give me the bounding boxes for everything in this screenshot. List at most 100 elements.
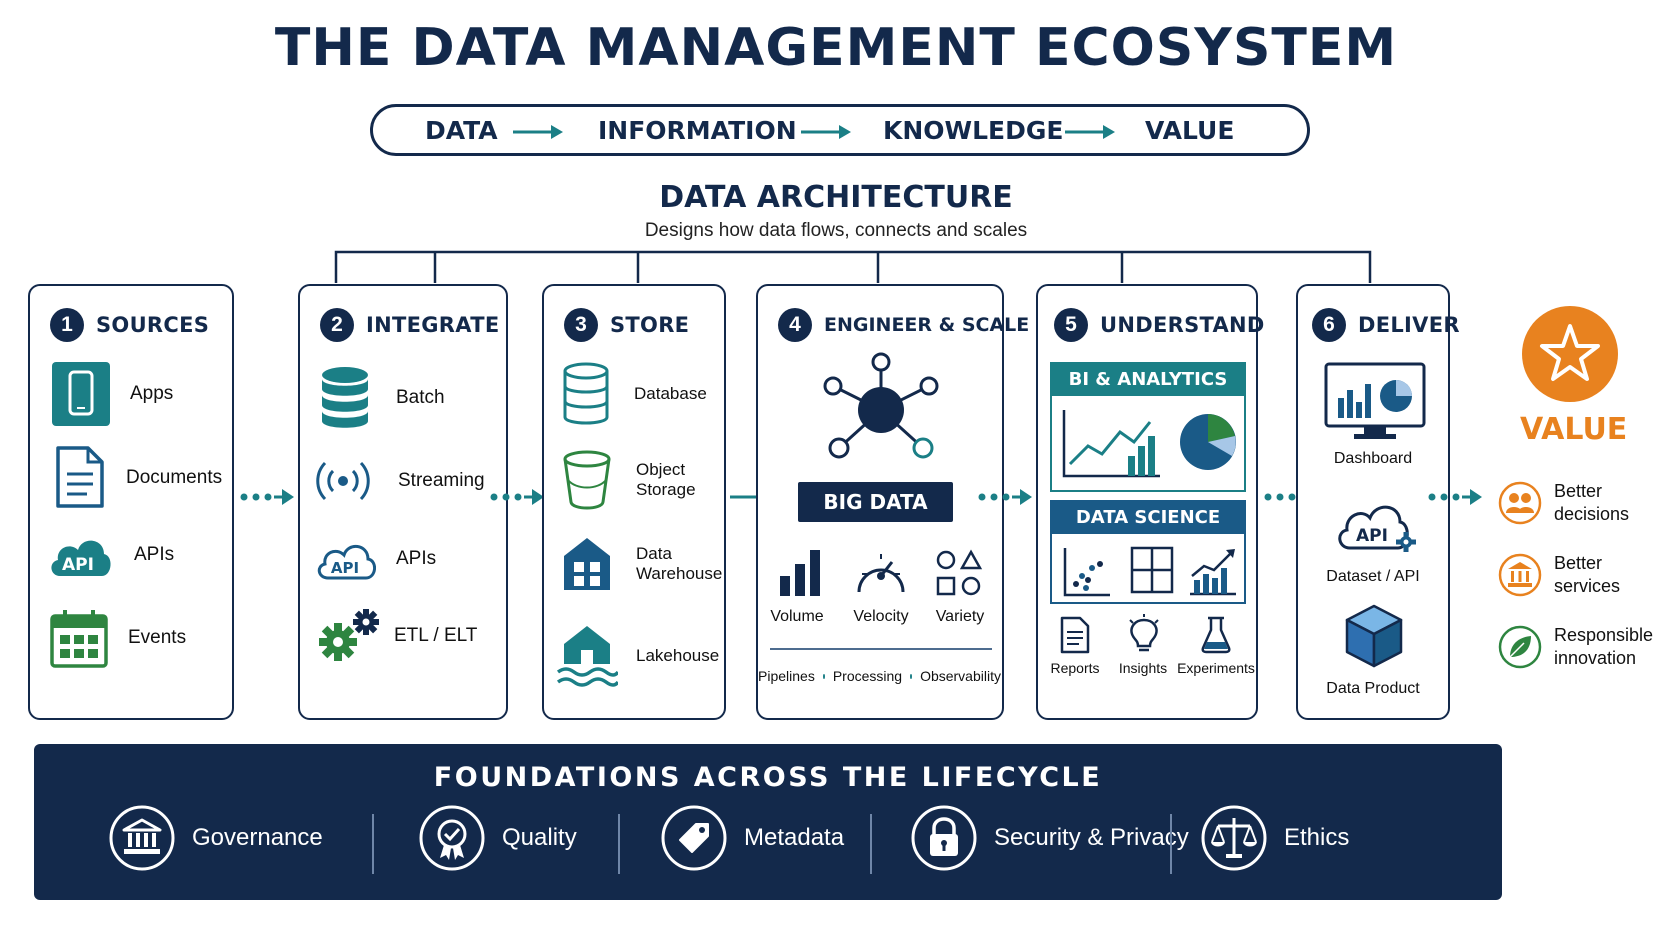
big-data-badge: BIG DATA <box>798 482 953 522</box>
stage-number: 3 <box>564 308 598 342</box>
lightbulb-icon <box>1129 614 1159 652</box>
deliver-dashboard: Dashboard <box>1333 450 1413 467</box>
foundations-banner: FOUNDATIONS ACROSS THE LIFECYCLE Governa… <box>34 744 1502 900</box>
database-icon <box>563 362 609 425</box>
integrate-apis: API APIs <box>314 536 436 582</box>
line-chart-icon <box>1062 410 1160 478</box>
stage-sources: 1 SOURCES Apps Documents API APIs Events <box>28 284 234 720</box>
value-better-services: Better services <box>1498 552 1664 597</box>
foundation-label: Security & Privacy <box>994 824 1189 851</box>
bullet <box>910 673 913 679</box>
stage-title: STORE <box>610 313 690 337</box>
item-label: APIs <box>134 543 175 565</box>
item-label: Documents <box>126 466 223 488</box>
foundations-title: FOUNDATIONS ACROSS THE LIFECYCLE <box>433 762 1103 793</box>
value-title: VALUE <box>1520 412 1628 447</box>
lock-icon <box>911 805 977 871</box>
api-cloud-icon: API <box>51 540 111 576</box>
leaf-icon <box>1498 625 1542 668</box>
api-text: API <box>62 555 94 575</box>
output-reports: Reports <box>1050 660 1100 676</box>
integrate-streaming: Streaming <box>314 456 485 506</box>
item-label: Streaming <box>398 469 485 491</box>
institution-icon <box>1498 553 1542 596</box>
grid-table-icon <box>1130 546 1174 594</box>
mobile-app-icon <box>52 362 110 426</box>
divider <box>618 814 620 874</box>
architecture-title: DATA ARCHITECTURE <box>659 180 1013 215</box>
flow-information: INFORMATION <box>598 116 797 145</box>
api-text: API <box>1356 526 1388 546</box>
flow-knowledge: KNOWLEDGE <box>883 116 1064 145</box>
database-icon <box>322 367 368 428</box>
item-label: APIs <box>396 547 437 569</box>
streaming-signal-icon <box>316 461 370 501</box>
stage-title: SOURCES <box>96 313 210 337</box>
flow-data: DATA <box>425 116 498 145</box>
vs-volume: Volume <box>770 608 824 625</box>
divider <box>372 814 374 874</box>
stage-deliver: 6 DELIVER Dashboard API Dataset / API Da… <box>1296 284 1460 720</box>
vs-variety: Variety <box>935 608 985 625</box>
foundation-label: Governance <box>192 824 323 851</box>
foundation-label: Metadata <box>744 824 845 851</box>
value-responsible-innovation: Responsible innovation <box>1498 624 1664 669</box>
page-title: THE DATA MANAGEMENT ECOSYSTEM <box>274 18 1398 78</box>
integrate-etl: ETL / ELT <box>316 606 477 666</box>
flow-dots-arrow-icon <box>490 489 544 505</box>
divider <box>770 648 992 650</box>
bucket-icon <box>563 450 611 510</box>
arrow-right-icon <box>513 125 563 139</box>
gears-icon <box>319 609 379 661</box>
output-insights: Insights <box>1118 660 1168 676</box>
item-label: Batch <box>396 386 445 408</box>
footer-observability: Observability <box>920 668 1001 684</box>
quality-badge-icon <box>419 805 485 871</box>
item-label: ETL / ELT <box>394 624 478 646</box>
store-lakehouse: Lakehouse <box>556 624 719 688</box>
stage-title: DELIVER <box>1358 313 1460 337</box>
shapes-variety-icon <box>936 549 983 596</box>
foundation-metadata: Metadata <box>660 804 844 872</box>
volume-bars-icon <box>780 550 820 596</box>
flow-dots-arrow-icon <box>978 489 1032 505</box>
item-label: Data Warehouse <box>636 543 723 583</box>
architecture-bracket <box>334 250 1372 283</box>
scatter-plot-icon <box>1063 548 1110 597</box>
foundation-label: Quality <box>502 824 577 851</box>
value-label: Better services <box>1554 553 1621 596</box>
value-label: Better decisions <box>1554 481 1630 524</box>
source-apis: API APIs <box>46 530 174 580</box>
store-database: Database <box>562 362 707 426</box>
growth-chart-icon <box>1190 549 1236 596</box>
output-experiments: Experiments <box>1177 660 1255 676</box>
deliver-data-product: Data Product <box>1326 680 1420 697</box>
item-label: Database <box>634 383 707 403</box>
integrate-batch: Batch <box>320 366 445 430</box>
foundation-governance: Governance <box>108 804 323 872</box>
network-hub-icon <box>823 352 939 459</box>
stage-title: UNDERSTAND <box>1100 313 1265 337</box>
document-icon <box>56 446 104 508</box>
item-label: Object Storage <box>636 459 696 499</box>
foundation-security-privacy: Security & Privacy <box>910 804 1189 872</box>
stage-number: 5 <box>1054 308 1088 342</box>
value-chain-bar: DATA INFORMATION KNOWLEDGE VALUE <box>370 104 1310 156</box>
architecture-subtitle: Designs how data flows, connects and sca… <box>644 220 1028 241</box>
api-text: API <box>331 559 359 577</box>
arrow-right-icon <box>801 125 851 139</box>
lakehouse-icon <box>556 626 618 687</box>
flask-icon <box>1201 616 1231 654</box>
bullet <box>822 673 825 679</box>
item-label: Events <box>128 626 187 648</box>
stage-store: 3 STORE Database Object Storage Data War… <box>542 284 726 720</box>
divider <box>1170 814 1172 874</box>
source-events: Events <box>50 608 186 668</box>
stage-title: INTEGRATE <box>366 313 500 337</box>
api-cloud-icon: API <box>317 545 376 580</box>
footer-pipelines: Pipelines <box>758 668 815 684</box>
store-object-storage: Object Storage <box>562 450 696 510</box>
warehouse-icon <box>564 538 610 590</box>
item-label: Apps <box>130 382 174 404</box>
people-icon <box>1498 481 1542 524</box>
